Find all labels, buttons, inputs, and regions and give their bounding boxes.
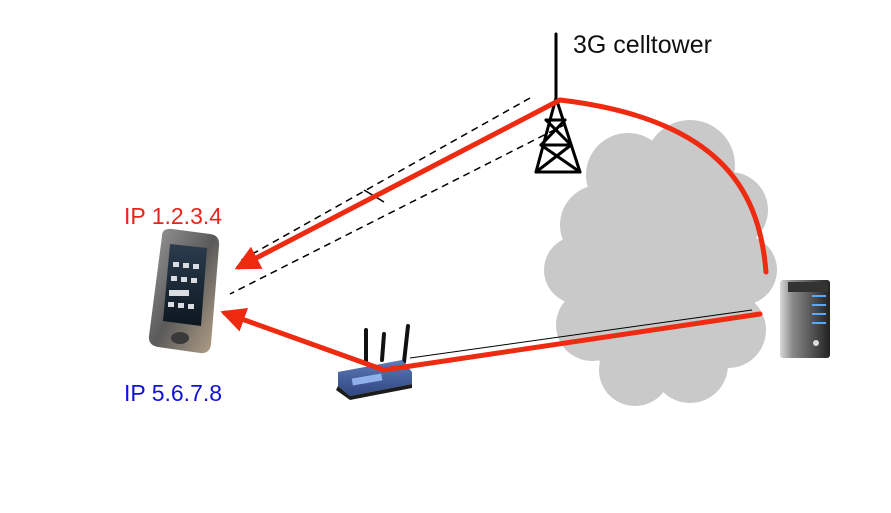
cloud-icon bbox=[544, 120, 777, 406]
wifi-thin-link bbox=[409, 309, 753, 359]
wifi-path-arrow bbox=[220, 307, 763, 373]
ip-cellular-label: IP 1.2.3.4 bbox=[124, 203, 223, 229]
server-icon bbox=[780, 280, 830, 358]
wifi-router-icon bbox=[336, 324, 412, 400]
ip-wifi-label: IP 5.6.7.8 bbox=[124, 380, 223, 406]
smartphone-icon bbox=[148, 228, 220, 354]
tower-label: 3G celltower bbox=[573, 31, 712, 59]
cell-tower-icon bbox=[534, 32, 582, 174]
cellular-path-arrow bbox=[234, 97, 769, 275]
cellular-dashed-link bbox=[229, 97, 567, 295]
